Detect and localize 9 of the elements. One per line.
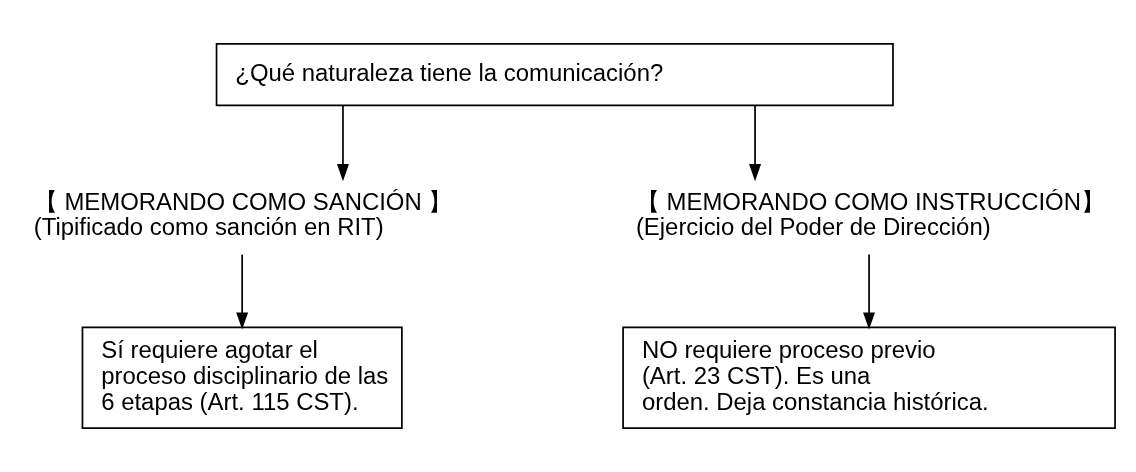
arrow	[236, 253, 249, 330]
node-text: 【 MEMORANDO COMO INSTRUCCIÓN】 (Ejercicio del Poder de Dirección)	[635, 187, 1105, 241]
arrow	[863, 253, 876, 330]
node-box: NO requiere proceso previo (Art. 23 CST). Es una orden. Deja constancia histórica.	[622, 326, 1116, 430]
node-text: 【 MEMORANDO COMO SANCIÓN 】 (Tipificado como sanción en RIT)	[33, 187, 453, 241]
arrow	[336, 104, 349, 182]
node-box: ¿Qué naturaleza tiene la comunicación?	[215, 42, 894, 107]
node-box: Sí requiere agotar el proceso disciplinario de las 6 etapas (Art. 115 CST).	[81, 326, 403, 430]
arrow	[749, 104, 762, 182]
